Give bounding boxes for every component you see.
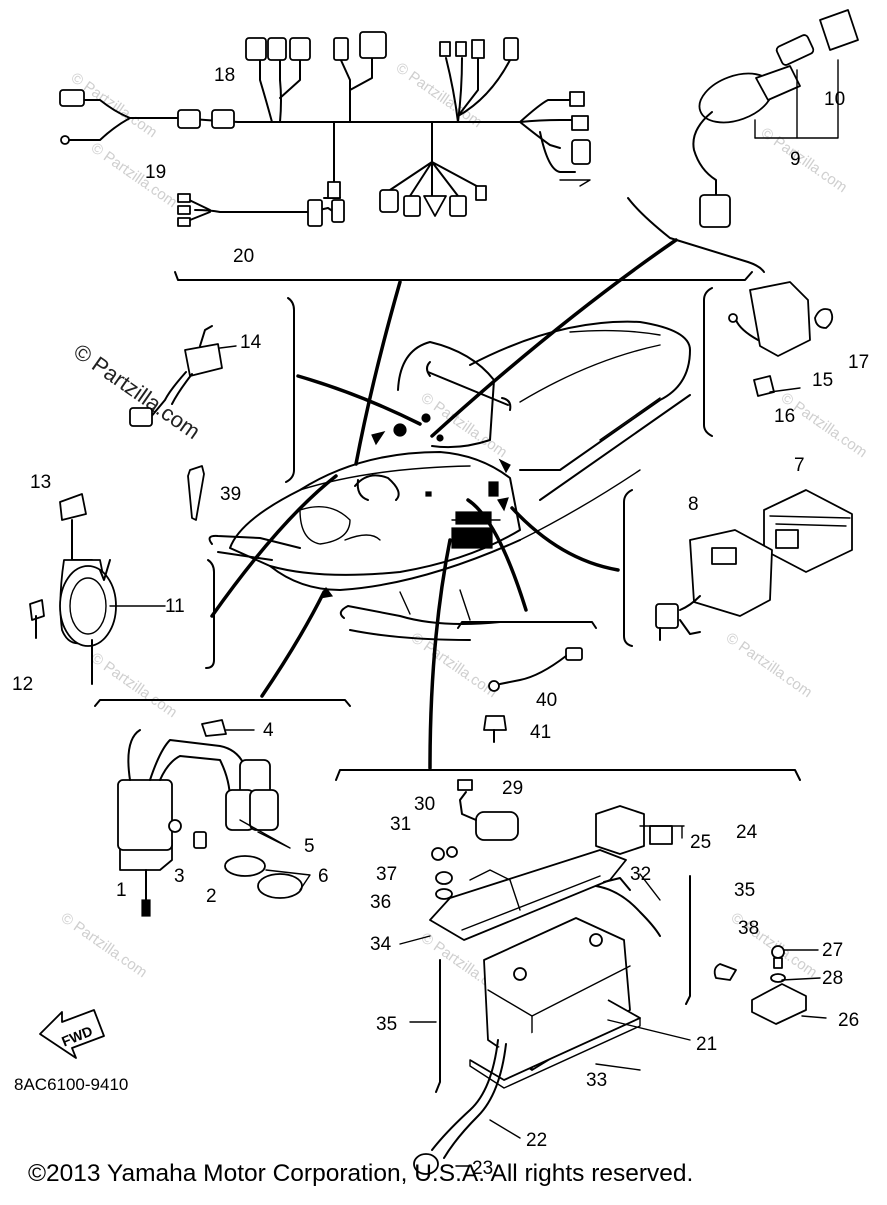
callout-13: 13 bbox=[30, 472, 51, 493]
fwd-arrow: FWD bbox=[39, 1009, 105, 1059]
callout-14: 14 bbox=[240, 332, 262, 353]
watermark: © Partzilla.com bbox=[393, 59, 486, 131]
callout-35-left: 35 bbox=[376, 1014, 397, 1035]
group-brackets bbox=[94, 197, 801, 781]
drawing-code: 8AC6100-9410 bbox=[14, 1075, 129, 1094]
callout-17: 17 bbox=[848, 352, 869, 373]
callout-35-right: 35 bbox=[734, 880, 755, 901]
watermark-dark: © Partzilla.com bbox=[69, 339, 205, 445]
callout-10: 10 bbox=[824, 89, 845, 110]
leader-lines bbox=[210, 238, 678, 770]
callout-31: 31 bbox=[390, 814, 411, 835]
ignition-module bbox=[728, 281, 834, 397]
callout-34: 34 bbox=[370, 934, 392, 955]
callout-27: 27 bbox=[822, 940, 843, 961]
callout-4: 4 bbox=[263, 720, 274, 741]
callout-15: 15 bbox=[812, 370, 833, 391]
callout-40: 40 bbox=[536, 690, 557, 711]
callout-6: 6 bbox=[318, 866, 329, 887]
callout-labels: 1 2 3 4 5 6 7 8 9 10 11 12 13 14 15 16 1… bbox=[12, 65, 869, 1179]
callout-19: 19 bbox=[145, 162, 166, 183]
cdi-unit bbox=[655, 489, 853, 641]
watermark: © Partzilla.com bbox=[758, 124, 851, 196]
callout-32: 32 bbox=[630, 864, 651, 885]
callout-37: 37 bbox=[376, 864, 397, 885]
copyright-notice: ©2013 Yamaha Motor Corporation, U.S.A. A… bbox=[28, 1160, 694, 1187]
callout-3: 3 bbox=[174, 866, 185, 887]
callout-9: 9 bbox=[790, 149, 801, 170]
callout-39: 39 bbox=[220, 484, 241, 505]
callout-25: 25 bbox=[690, 832, 711, 853]
callout-1: 1 bbox=[116, 880, 127, 901]
watermark: © Partzilla.com bbox=[723, 629, 816, 701]
temperature-sensor bbox=[483, 647, 583, 743]
watermark: © Partzilla.com bbox=[88, 649, 181, 721]
callout-12: 12 bbox=[12, 674, 33, 695]
callout-38: 38 bbox=[738, 918, 759, 939]
callout-20: 20 bbox=[233, 246, 254, 267]
battery-assembly bbox=[399, 779, 827, 1175]
callout-7: 7 bbox=[794, 455, 805, 476]
callout-11: 11 bbox=[165, 596, 185, 617]
callout-5: 5 bbox=[304, 836, 315, 857]
callout-29: 29 bbox=[502, 778, 523, 799]
watermark: © Partzilla.com bbox=[88, 139, 181, 211]
callout-8: 8 bbox=[688, 494, 699, 515]
wire-harness bbox=[59, 31, 591, 227]
callout-30: 30 bbox=[414, 794, 435, 815]
callout-2: 2 bbox=[206, 886, 217, 907]
callout-16: 16 bbox=[774, 406, 795, 427]
watermark: © Partzilla.com bbox=[58, 909, 151, 981]
callout-26: 26 bbox=[838, 1010, 859, 1031]
callout-24: 24 bbox=[736, 822, 758, 843]
callout-22: 22 bbox=[526, 1130, 547, 1151]
callout-41: 41 bbox=[530, 722, 551, 743]
callout-21: 21 bbox=[696, 1034, 717, 1055]
callout-23: 23 bbox=[472, 1158, 493, 1179]
snowmobile-illustration bbox=[208, 320, 691, 641]
callout-33: 33 bbox=[586, 1070, 607, 1091]
main-switch-assembly bbox=[692, 9, 859, 228]
ignition-coil-assembly bbox=[117, 719, 311, 917]
emergency-switch bbox=[129, 325, 237, 521]
callout-28: 28 bbox=[822, 968, 843, 989]
horn-assembly bbox=[29, 493, 166, 685]
callout-18: 18 bbox=[214, 65, 235, 86]
callout-36: 36 bbox=[370, 892, 391, 913]
